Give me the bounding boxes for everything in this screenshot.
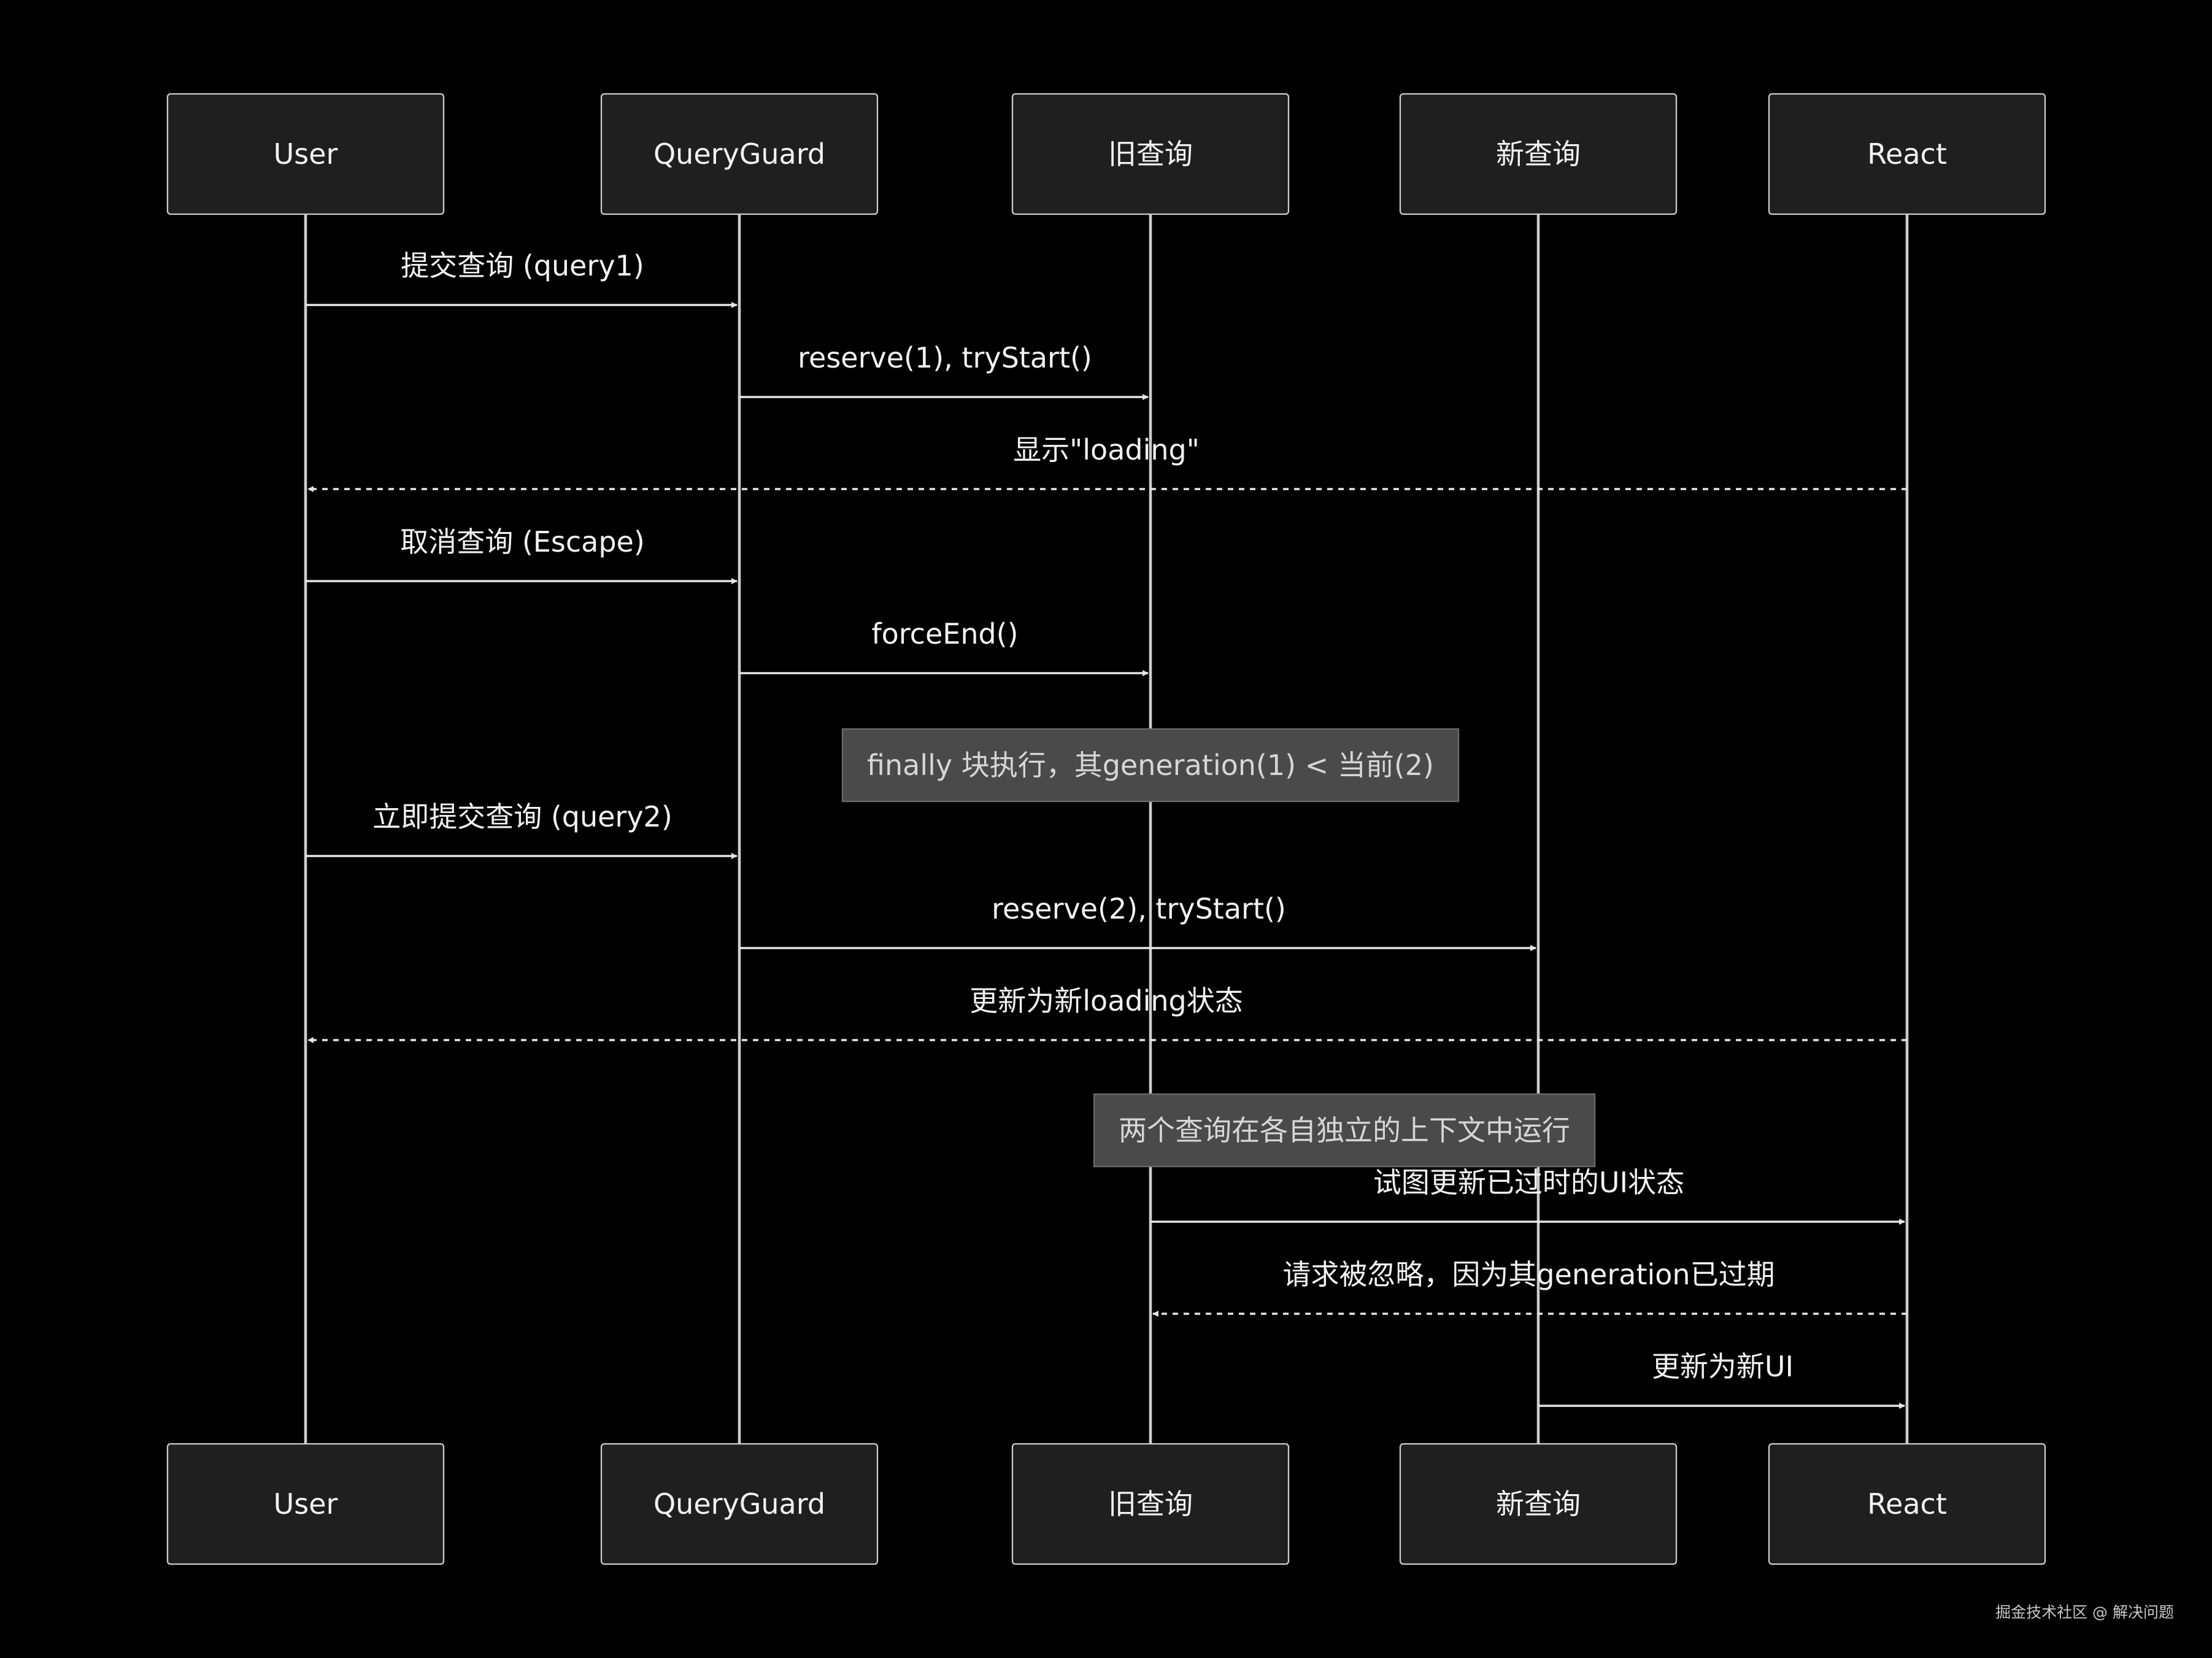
actor-user-bottom: User bbox=[166, 1443, 445, 1565]
message-2: reserve(1), tryStart() bbox=[739, 341, 1149, 400]
message-5: forceEnd() bbox=[739, 617, 1149, 676]
message-9: 更新为新loading状态 bbox=[307, 984, 1907, 1043]
note-10: 两个查询在各自独立的上下文中运行 bbox=[1093, 1093, 1596, 1168]
actor-queryguard-bottom: QueryGuard bbox=[600, 1443, 879, 1565]
message-11: 试图更新已过时的UI状态 bbox=[1150, 1166, 1905, 1225]
actor-box bbox=[1399, 93, 1678, 215]
actor-react-top: React bbox=[1768, 93, 2046, 215]
actor-box bbox=[600, 1443, 879, 1565]
actor-box bbox=[166, 93, 445, 215]
message-label: forceEnd() bbox=[871, 617, 1018, 650]
note-label: 两个查询在各自独立的上下文中运行 bbox=[1119, 1114, 1570, 1147]
note-box bbox=[1093, 1093, 1596, 1168]
note-box bbox=[841, 728, 1460, 803]
actor-label: 新查询 bbox=[1496, 1487, 1581, 1521]
actor-label: 旧查询 bbox=[1108, 137, 1193, 171]
actor-box bbox=[1011, 1443, 1290, 1565]
actor-box bbox=[1399, 1443, 1678, 1565]
message-1: 提交查询 (query1) bbox=[306, 249, 738, 308]
message-label: reserve(2), tryStart() bbox=[992, 892, 1286, 925]
actor-label: React bbox=[1867, 137, 1947, 171]
note-label: finally 块执行，其generation(1) < 当前(2) bbox=[867, 749, 1434, 782]
actor-queryguard-top: QueryGuard bbox=[600, 93, 879, 215]
message-label: 更新为新UI bbox=[1652, 1350, 1794, 1383]
actor-old_query-top: 旧查询 bbox=[1011, 93, 1290, 215]
actor-label: User bbox=[274, 137, 338, 171]
actor-label: QueryGuard bbox=[653, 137, 825, 171]
actor-box bbox=[1768, 93, 2046, 215]
actor-user-top: User bbox=[166, 93, 445, 215]
message-label: 更新为新loading状态 bbox=[969, 984, 1243, 1017]
watermark: 掘金技术社区 @ 解决问题 bbox=[1995, 1603, 2174, 1621]
message-label: 试图更新已过时的UI状态 bbox=[1373, 1166, 1684, 1199]
message-8: reserve(2), tryStart() bbox=[739, 892, 1536, 951]
actor-label: 旧查询 bbox=[1108, 1487, 1193, 1521]
note-6: finally 块执行，其generation(1) < 当前(2) bbox=[841, 728, 1460, 803]
message-3: 显示"loading" bbox=[307, 433, 1907, 492]
message-label: 提交查询 (query1) bbox=[401, 249, 644, 282]
actor-old_query-bottom: 旧查询 bbox=[1011, 1443, 1290, 1565]
actor-new_query-bottom: 新查询 bbox=[1399, 1443, 1678, 1565]
message-label: 立即提交查询 (query2) bbox=[372, 800, 672, 833]
actor-new_query-top: 新查询 bbox=[1399, 93, 1678, 215]
actor-label: React bbox=[1867, 1487, 1947, 1521]
message-label: reserve(1), tryStart() bbox=[798, 341, 1092, 374]
message-12: 请求被忽略，因为其generation已过期 bbox=[1152, 1258, 1907, 1317]
message-label: 显示"loading" bbox=[1013, 433, 1200, 466]
actor-box bbox=[1768, 1443, 2046, 1565]
message-7: 立即提交查询 (query2) bbox=[306, 800, 738, 859]
actor-box bbox=[600, 93, 879, 215]
actor-label: 新查询 bbox=[1496, 137, 1581, 171]
actor-label: QueryGuard bbox=[653, 1487, 825, 1521]
message-4: 取消查询 (Escape) bbox=[306, 525, 738, 584]
actor-label: User bbox=[274, 1487, 338, 1521]
message-label: 请求被忽略，因为其generation已过期 bbox=[1282, 1258, 1775, 1291]
actor-box bbox=[166, 1443, 445, 1565]
message-13: 更新为新UI bbox=[1538, 1350, 1905, 1409]
message-label: 取消查询 (Escape) bbox=[400, 525, 645, 558]
actor-box bbox=[1011, 93, 1290, 215]
actor-react-bottom: React bbox=[1768, 1443, 2046, 1565]
